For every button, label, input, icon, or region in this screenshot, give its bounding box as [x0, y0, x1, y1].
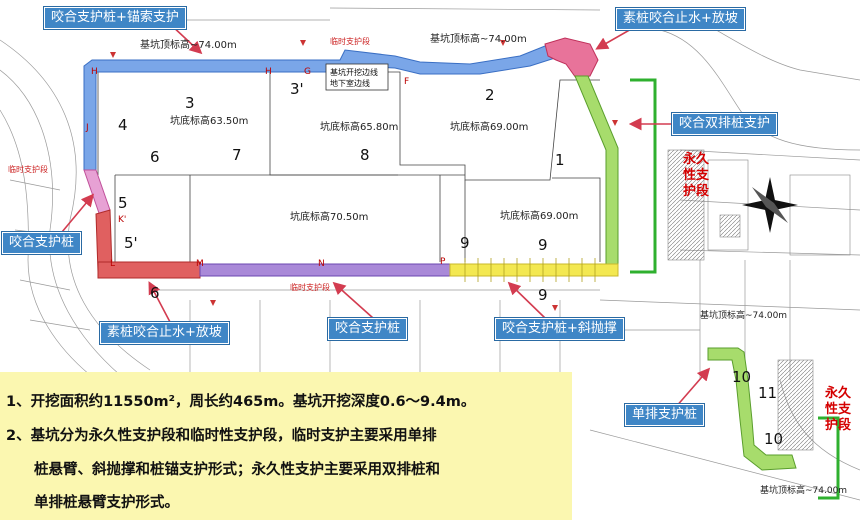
support-piles: [83, 37, 797, 471]
zone-label: 5: [118, 194, 128, 212]
point-label: H: [265, 67, 272, 77]
zone-label: 6: [150, 148, 160, 166]
point-label: F: [404, 77, 409, 87]
temp-label: 临时支护段: [8, 164, 48, 174]
elev-label: 坑底标高63.50m: [170, 114, 248, 127]
point-label: L: [110, 259, 115, 269]
callout-anchor-pile: 咬合支护桩+锚索支护: [44, 7, 186, 29]
zone-label: 9: [460, 234, 470, 252]
excav-note-box: 基坑开挖边线 地下室边线: [325, 63, 389, 91]
excav-note-line2: 地下室边线: [330, 78, 370, 88]
zone-label: 1: [555, 151, 565, 169]
zone-label: 9: [538, 286, 548, 304]
zone-label: 6: [150, 284, 160, 302]
permanent-brackets: [630, 78, 840, 500]
point-label: G: [304, 67, 311, 77]
bottom-right-bracket: [818, 416, 840, 500]
single-row-pile-band: [707, 347, 797, 471]
double-row-pile-band: [574, 75, 619, 273]
callout-slope-bottom: 素桩咬合止水+放坡: [100, 322, 229, 344]
point-label: J: [85, 123, 89, 133]
left-pile-band: [83, 169, 111, 217]
point-label: M: [196, 259, 204, 269]
zone-label: 7: [232, 146, 242, 164]
elev-label: 坑底标高69.00m: [450, 120, 528, 133]
zone-label: 3: [185, 94, 195, 112]
point-label: H: [91, 67, 98, 77]
point-label: N: [318, 259, 325, 269]
strut-ticks: [464, 258, 596, 282]
point-label: K': [118, 215, 126, 225]
temp-label: 临时支护段: [330, 36, 370, 46]
bottom-slope-pile: [97, 261, 201, 279]
callout-double-row: 咬合双排桩支护: [672, 113, 778, 135]
point-label: P: [440, 257, 446, 267]
right-bracket: [630, 78, 657, 274]
elev-label: 基坑顶标高~74.00m: [760, 484, 847, 496]
callout-arrows: [61, 23, 711, 409]
bottom-pile-band: [199, 263, 451, 277]
callout-interlock-left: 咬合支护桩: [2, 232, 82, 254]
elev-label: 基坑顶标高~74.00m: [700, 309, 787, 321]
excav-note-line1: 基坑开挖边线: [330, 67, 378, 77]
callout-interlock-bottom: 咬合支护桩: [328, 318, 408, 340]
strut-pile-band: [449, 263, 619, 277]
zone-label: 2: [485, 86, 495, 104]
zone-label: 8: [360, 146, 370, 164]
north-arrow-icon: [742, 177, 798, 233]
note-line-4: 单排桩悬臂支护形式。: [34, 495, 179, 511]
right-buildings: [667, 149, 851, 451]
site-outline: [97, 71, 601, 262]
elev-label: 坑底标高70.50m: [290, 210, 368, 223]
marker-icons: [110, 40, 618, 311]
elev-label: 坑底标高69.00m: [500, 209, 578, 222]
slope-corner-pile: [544, 37, 599, 79]
elev-label: 基坑顶标高~74.00m: [430, 32, 527, 45]
callout-strut: 咬合支护桩+斜抛撑: [495, 318, 624, 340]
permanent-label-right: 永久 性支 护段: [682, 152, 709, 199]
zone-label: 10: [764, 430, 783, 448]
note-line-3: 桩悬臂、斜抛撑和桩锚支护形式；永久性支护主要采用双排桩和: [34, 462, 440, 478]
permanent-label-bottom-right: 永久 性支 护段: [824, 386, 851, 433]
zone-label: 11: [758, 384, 777, 402]
zone-label: 5': [124, 234, 138, 252]
drawing-labels: 基坑顶标高~74.00m 基坑顶标高~74.00m 基坑顶标高~74.00m 基…: [8, 32, 847, 496]
zone-label: 3': [290, 80, 304, 98]
note-line-2: 2、基坑分为永久性支护段和临时性支护段，临时支护主要采用单排: [6, 428, 437, 444]
callout-single-pile: 单排支护桩: [625, 404, 705, 426]
callout-slope-top: 素桩咬合止水+放坡: [616, 8, 745, 30]
zone-label: 4: [118, 116, 128, 134]
elev-label: 坑底标高65.80m: [320, 120, 398, 133]
zone-label: 10: [732, 368, 751, 386]
elev-label: 基坑顶标高~74.00m: [140, 38, 237, 51]
zone-label: 9: [538, 236, 548, 254]
note-line-1: 1、开挖面积约11550m²，周长约465m。基坑开挖深度0.6～9.4m。: [6, 394, 476, 410]
temp-label: 临时支护段: [290, 282, 330, 292]
notes-panel: 1、开挖面积约11550m²，周长约465m。基坑开挖深度0.6～9.4m。 2…: [0, 372, 572, 520]
